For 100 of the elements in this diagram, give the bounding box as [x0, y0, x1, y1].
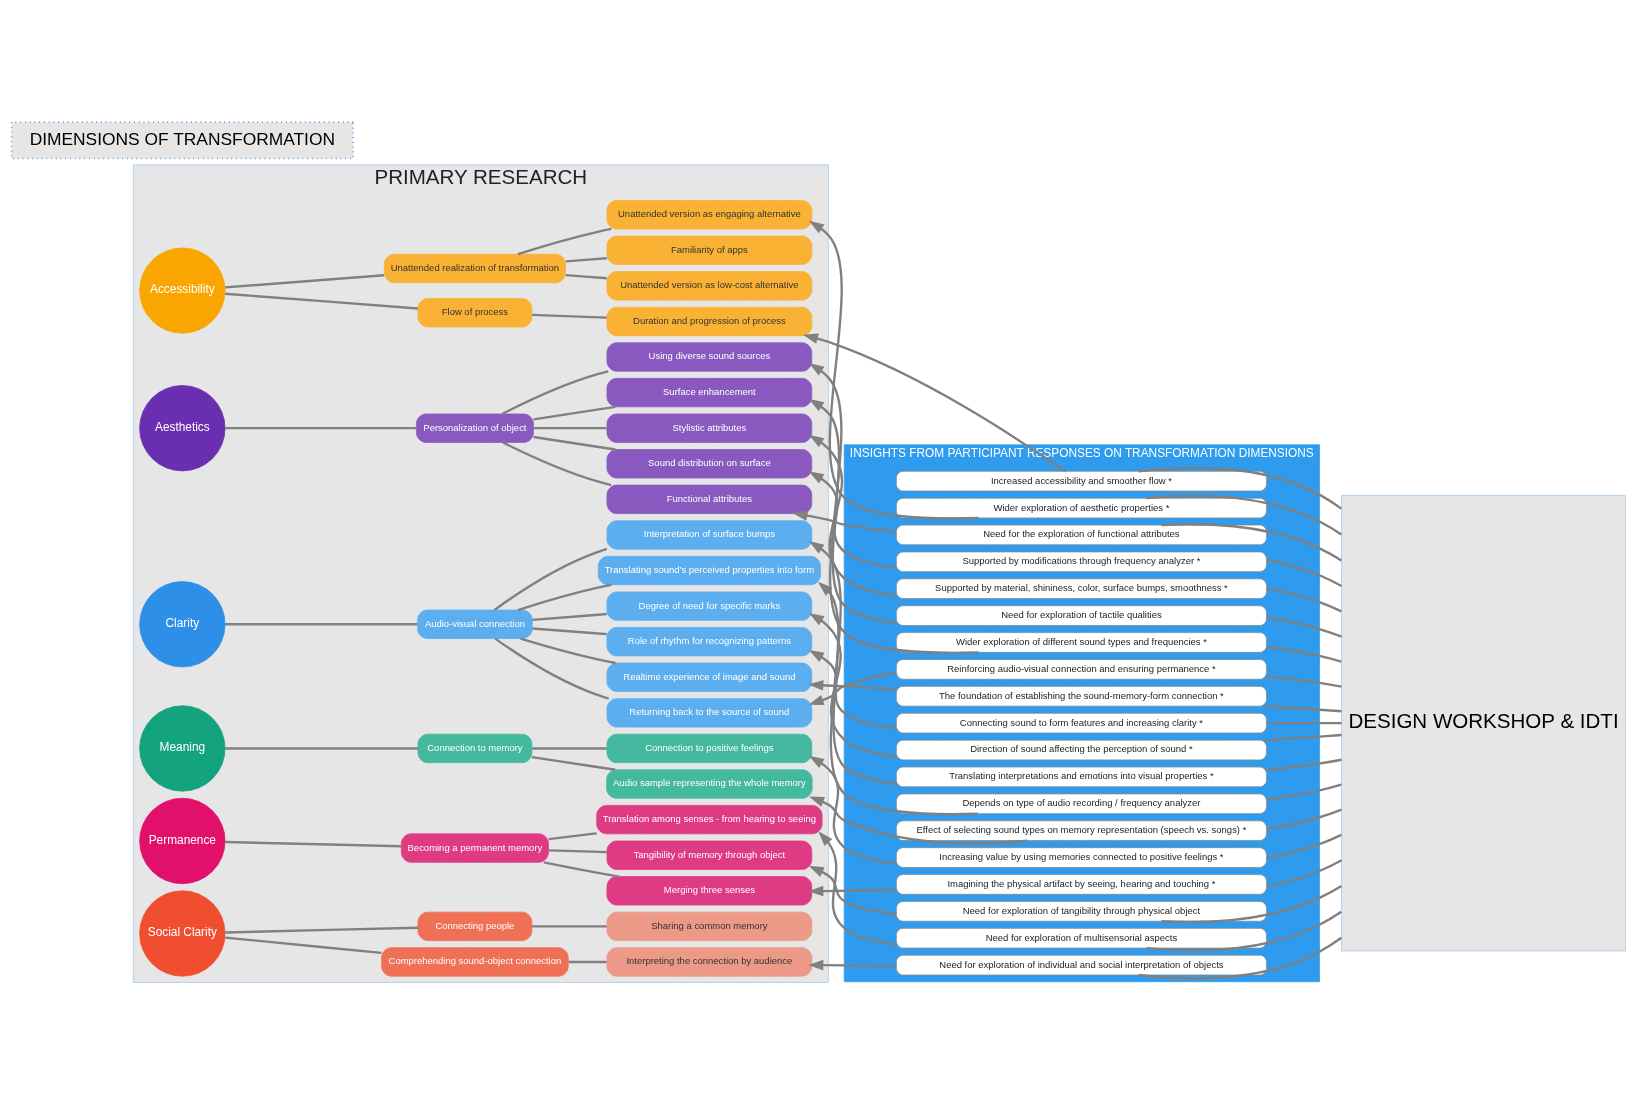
connector: [568, 960, 607, 964]
connector: [565, 257, 607, 263]
node-box: Direction of sound affecting the perception of sound *: [896, 739, 1267, 761]
connector: [1266, 616, 1342, 638]
arrow: [808, 363, 979, 654]
arrow: [818, 831, 897, 946]
connector: [1266, 758, 1342, 771]
node-box: Reinforcing audio-visual connection and ensuring permanence *: [896, 659, 1267, 680]
node-box: Effect of selecting sound types on memory representation (speech vs. songs) *: [896, 820, 1267, 841]
connector: [1266, 558, 1343, 588]
node-box: Tangibility of memory through object: [606, 840, 813, 870]
connector: [1138, 466, 1343, 510]
node-box: Connection to positive feelings: [606, 733, 813, 764]
arrow: [808, 471, 897, 569]
arrow: [808, 680, 897, 691]
connector: [1138, 936, 1343, 980]
connector: [225, 427, 417, 430]
node-box: Role of rhythm for recognizing patterns: [606, 627, 813, 657]
connector: [1266, 833, 1342, 859]
node-box: Familiarity of apps: [606, 235, 813, 265]
connector: [532, 627, 607, 636]
connector: [225, 936, 382, 955]
connector: [1146, 494, 1342, 536]
node-box: Supported by material, shininess, color, surface bumps, smoothness *: [896, 578, 1267, 599]
node-box: Realtime experience of image and sound: [606, 662, 813, 692]
node-box: Translating interpretations and emotions into visual properties *: [896, 766, 1267, 788]
connector: [1266, 587, 1342, 613]
connector: [543, 861, 620, 878]
connector: [517, 583, 612, 612]
node-box: Returning back to the source of sound: [606, 698, 813, 728]
arrow: [808, 865, 897, 916]
node-circle: Clarity: [139, 581, 226, 668]
node-box: Wider exploration of different sound types and frequencies *: [896, 632, 1267, 653]
node-box: Sharing a common memory: [606, 911, 813, 941]
connector: [493, 547, 608, 611]
arrow: [817, 581, 897, 786]
arrow: [809, 796, 1028, 845]
connector: [1266, 675, 1342, 688]
arrow: [808, 755, 897, 865]
node-box: Surface enhancement: [606, 377, 813, 408]
node-box: Need for exploration of tactile qualities: [896, 605, 1267, 626]
connector: [225, 747, 418, 750]
connector: [531, 755, 616, 771]
node-box: Sound distribution on surface: [606, 449, 813, 479]
node-box: Degree of need for specific marks: [606, 591, 813, 621]
connector: [532, 313, 607, 319]
node-box: Wider exploration of aesthetic properties *: [896, 497, 1267, 519]
node-box: Unattended version as low-cost alternative: [606, 271, 813, 301]
arrow: [792, 510, 897, 533]
node-box: The foundation of establishing the sound-memory-form connection *: [896, 685, 1267, 707]
connector: [501, 370, 609, 415]
connector: [517, 227, 612, 256]
node-box: Imagining the physical artifact by seeing, hearing and touching *: [896, 874, 1267, 895]
node-box: Increased accessibility and smoother flow *: [896, 470, 1267, 492]
connector: [548, 832, 597, 841]
connector: [225, 840, 402, 848]
connector: [532, 612, 607, 622]
node-box: Interpretation of surface bumps: [606, 520, 813, 550]
connector: [1266, 783, 1342, 801]
connector: [1161, 523, 1343, 562]
node-box: Need for exploration of tangibility through physical object: [896, 901, 1267, 922]
node-box: Becoming a permanent memory: [400, 833, 549, 863]
node-box: Increasing value by using memories connected to positive feelings *: [896, 847, 1267, 868]
node-box: DESIGN WORKSHOP & IDTI: [1341, 495, 1626, 952]
connector: [1265, 733, 1342, 742]
arrow: [802, 333, 1066, 473]
connector: [225, 292, 418, 310]
connector: [225, 926, 418, 934]
node-box: Depends on type of audio recording / frequency analyzer: [896, 793, 1267, 815]
connector: [1266, 808, 1342, 830]
connector: [533, 427, 607, 430]
node-box: Functional attributes: [606, 484, 813, 514]
node-box: Need for the exploration of functional attributes: [896, 524, 1267, 546]
arrow: [808, 612, 897, 758]
node-box: Audio sample representing the whole memory: [606, 769, 813, 799]
node-box: Connecting people: [417, 911, 533, 941]
node-circle: Accessibility: [139, 247, 226, 334]
connector: [548, 849, 607, 854]
connector: [494, 637, 609, 700]
connector: [565, 274, 607, 280]
node-circle: Meaning: [139, 705, 226, 792]
node-box: Connection to memory: [417, 733, 533, 764]
arrow: [808, 541, 978, 816]
connector: [225, 623, 418, 626]
arrow: [808, 885, 897, 897]
connector: [1161, 884, 1343, 924]
arrow: [808, 398, 897, 624]
node-circle: Permanence: [139, 797, 226, 885]
node-box: Unattended version as engaging alternative: [606, 200, 813, 230]
node-box: Personalization of object: [416, 413, 534, 443]
connector: [533, 405, 616, 421]
node-box: Merging three senses: [606, 876, 813, 906]
node-circle: Aesthetics: [139, 385, 226, 472]
arrow: [808, 650, 897, 730]
arrow: [808, 671, 897, 706]
arrow: [808, 220, 979, 520]
connector: [520, 637, 616, 665]
connector: [502, 441, 612, 487]
connector: [1266, 721, 1342, 725]
node-box: Supported by modifications through frequency analyzer *: [896, 551, 1267, 573]
